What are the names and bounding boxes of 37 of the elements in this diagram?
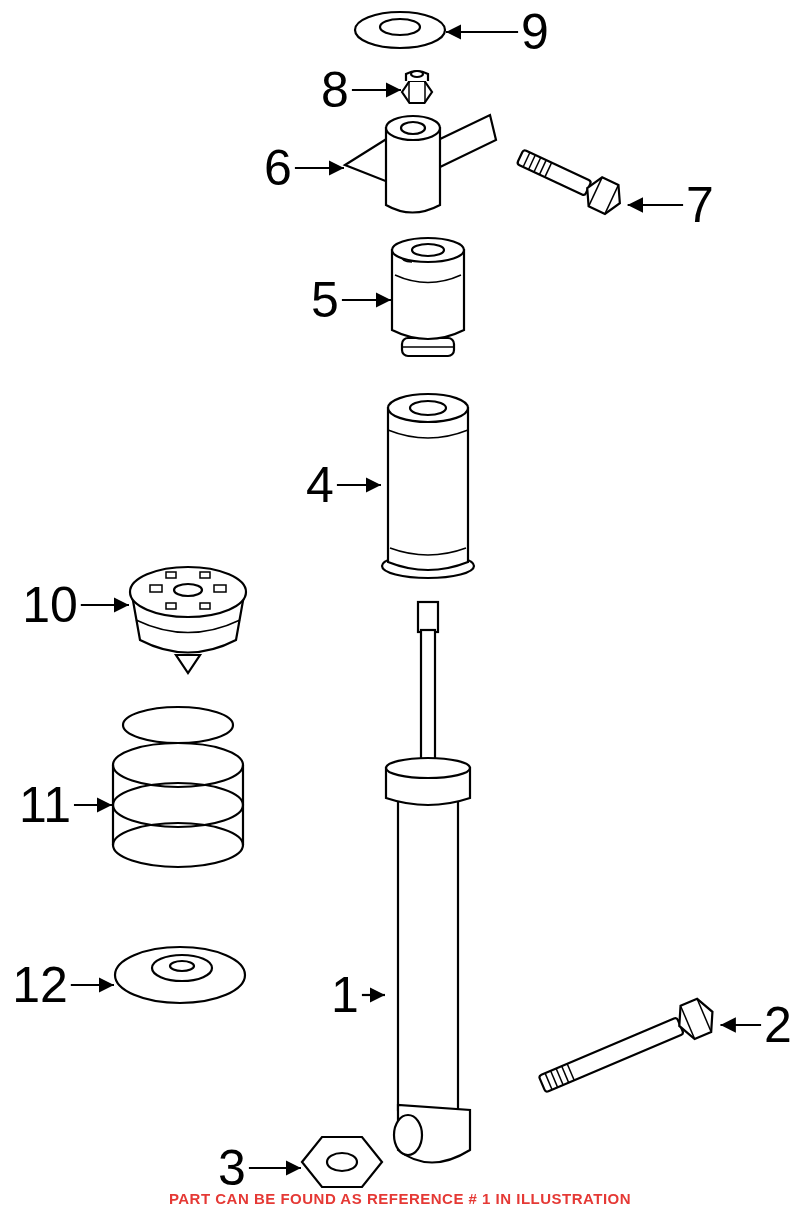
- leader-arrow: [248, 1160, 301, 1176]
- callout-number: 2: [764, 1000, 792, 1050]
- leader-arrow: [361, 987, 385, 1003]
- leader-arrow: [294, 160, 344, 176]
- leader-arrow: [720, 1017, 762, 1033]
- spring-seat-drawing: [113, 945, 247, 1005]
- shock-absorber-drawing: [384, 600, 472, 1164]
- callout-number: 10: [22, 580, 78, 630]
- leader-arrow: [70, 977, 114, 993]
- callout-number: 5: [311, 275, 339, 325]
- callout-number: 8: [321, 65, 349, 115]
- insulator-drawing: [128, 565, 248, 675]
- callout-number: 3: [218, 1143, 246, 1193]
- leader-arrow: [627, 197, 684, 213]
- dust-boot-drawing: [380, 392, 476, 580]
- nut-drawing: [300, 1135, 384, 1189]
- nut-drawing: [400, 69, 434, 105]
- callout-number: 7: [686, 180, 714, 230]
- bolt-drawing: [515, 148, 621, 216]
- reference-note: PART CAN BE FOUND AS REFERENCE # 1 IN ILLUSTRATION: [167, 1190, 633, 1207]
- callout-number: 4: [306, 460, 334, 510]
- leader-arrow: [351, 82, 401, 98]
- callout-number: 6: [264, 143, 292, 193]
- leader-arrow: [341, 292, 391, 308]
- washer-drawing: [353, 10, 447, 50]
- bolt-drawing: [537, 997, 714, 1094]
- callout-number: 11: [19, 780, 71, 830]
- leader-arrow: [336, 477, 381, 493]
- callout-number: 9: [521, 7, 549, 57]
- bump-stop-drawing: [390, 236, 466, 358]
- coil-spring-drawing: [111, 705, 245, 869]
- leader-arrow: [80, 597, 129, 613]
- callout-number: 1: [331, 970, 359, 1020]
- callout-number: 12: [12, 960, 68, 1010]
- leader-arrow: [73, 797, 112, 813]
- leader-arrow: [446, 24, 519, 40]
- mount-drawing: [342, 113, 498, 214]
